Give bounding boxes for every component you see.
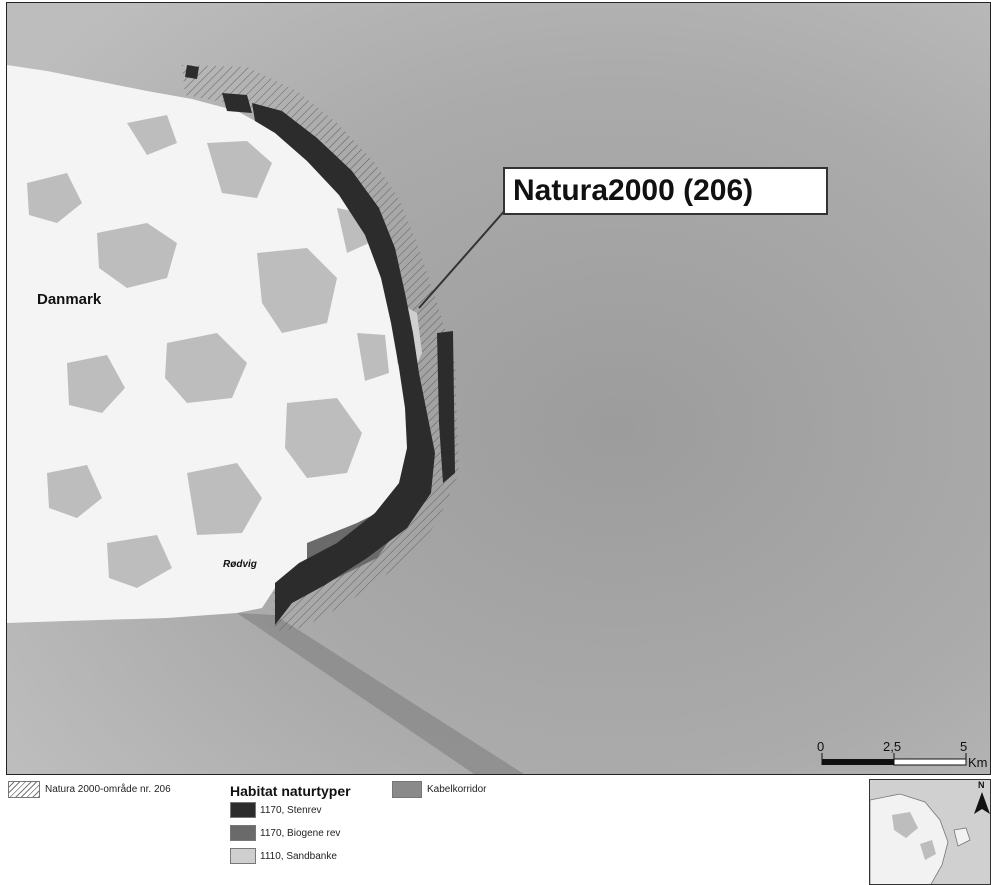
scale-tick-2-5: 2,5 [883, 739, 902, 754]
natura-area-legend-label: Natura 2000-område nr. 206 [45, 784, 171, 795]
scale-tick-0: 0 [817, 739, 825, 754]
legend-swatch-biogene-rev [230, 825, 256, 841]
legend-heading: Habitat naturtyper [230, 783, 351, 799]
north-label: N [978, 780, 985, 790]
town-label: Rødvig [223, 559, 257, 570]
cable-corridor [237, 613, 524, 774]
outlying-reefs [185, 65, 455, 483]
legend-swatch-stenrev [230, 802, 256, 818]
scale-tick-5: 5 [960, 739, 968, 754]
legend-label-sandbanke: 1110, Sandbanke [260, 851, 337, 862]
scale-bar [821, 753, 967, 766]
legend-swatch-sandbanke [230, 848, 256, 864]
natura2000-callout-label: Natura2000 (206) [503, 167, 828, 215]
stone-reef-area [252, 103, 435, 625]
cable-corridor-swatch [392, 781, 422, 798]
natura-area-swatch [8, 781, 40, 798]
legend-label-biogene-rev: 1170, Biogene rev [260, 828, 341, 839]
map-legend: Natura 2000-område nr. 206 Habitat natur… [0, 778, 860, 885]
inset-locator-map: N [869, 779, 991, 885]
scale-unit: Km [968, 755, 988, 770]
legend-label-stenrev: 1170, Stenrev [260, 805, 322, 816]
map-canvas [7, 3, 990, 774]
inset-map-canvas [870, 780, 990, 884]
country-label: Danmark [37, 291, 102, 308]
land-patches [27, 115, 389, 588]
callout-leader-line [418, 207, 508, 309]
cable-corridor-legend-label: Kabelkorridor [427, 784, 487, 795]
north-arrow-icon [974, 792, 990, 814]
map-frame: Natura2000 (206) Danmark Rødvig 0 2,5 5 … [6, 2, 991, 775]
